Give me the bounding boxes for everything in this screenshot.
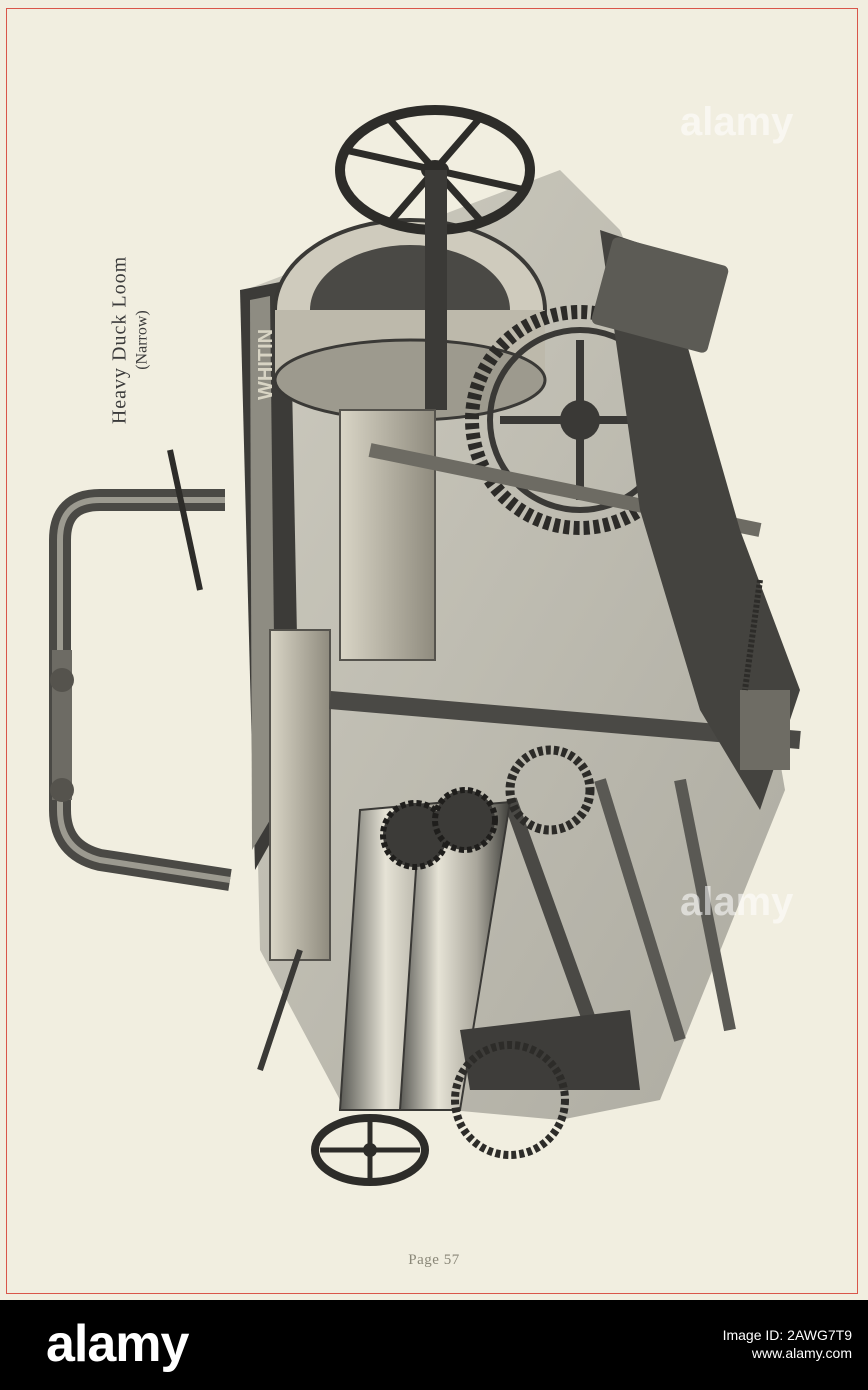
machine-nameplate: WHITIN [255,329,277,400]
watermark: alamy [680,100,794,144]
watermark: alamy [680,880,794,924]
image-id-block: Image ID: 2AWG7T9 www.alamy.com [723,1326,852,1362]
stock-footer-bar: alamy Image ID: 2AWG7T9 www.alamy.com [0,1300,868,1390]
site-url: www.alamy.com [751,1345,852,1361]
alamy-logo: alamy [46,1315,189,1373]
loom-illustration: WHITIN [49,105,801,1186]
page-border [6,8,858,1294]
page-number: Page 57 [408,1252,460,1268]
image-id: Image ID: 2AWG7T9 [722,1327,852,1343]
book-page: Heavy Duck Loom (Narrow) [6,8,858,1294]
